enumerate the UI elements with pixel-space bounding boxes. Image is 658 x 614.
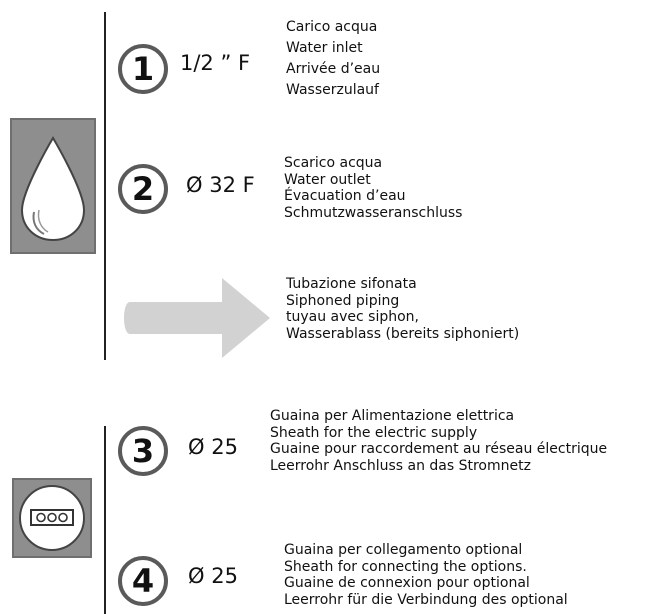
siphon-line-en: Siphoned piping bbox=[286, 292, 400, 309]
item-4-line-en: Sheath for connecting the options. bbox=[284, 558, 527, 575]
arrow-right-icon bbox=[124, 278, 270, 358]
siphon-line-it: Tubazione sifonata bbox=[286, 276, 417, 292]
item-3-line-de: Leerrohr Anschluss an das Stromnetz bbox=[270, 457, 531, 474]
item-1-line-it: Carico acqua bbox=[286, 19, 378, 35]
item-number-4: 4 bbox=[131, 562, 155, 600]
water-panel bbox=[10, 118, 96, 254]
water-drop-icon bbox=[20, 136, 86, 242]
siphon-line-de: Wasserablass (bereits siphoniert) bbox=[286, 325, 520, 342]
siphon-line-fr: tuyau avec siphon, bbox=[286, 309, 420, 325]
item-spec-1: 1/2 ” F bbox=[180, 51, 251, 75]
electric-socket-icon bbox=[19, 485, 85, 551]
item-2-line-fr: Évacuation d’eau bbox=[284, 188, 406, 204]
siphon-description: Tubazione sifonata Siphoned piping tuyau… bbox=[286, 276, 519, 342]
item-1-line-fr: Arrivée d’eau bbox=[286, 61, 381, 77]
item-spec-3: Ø 25 bbox=[188, 435, 238, 459]
item-3-line-it: Guaina per Alimentazione elettrica bbox=[270, 408, 515, 424]
item-number-3: 3 bbox=[131, 432, 155, 470]
electric-section-divider bbox=[104, 426, 106, 614]
item-number-badge-3: 3 bbox=[118, 426, 168, 476]
item-number-badge-2: 2 bbox=[118, 164, 168, 214]
item-number-2: 2 bbox=[131, 170, 155, 208]
item-3-line-fr: Guaine pour raccordement au réseau élect… bbox=[270, 441, 608, 457]
item-4-line-fr: Guaine de connexion pour optional bbox=[284, 575, 530, 591]
item-description-1: Carico acqua Water inlet Arrivée d’eau W… bbox=[286, 17, 380, 101]
item-4-line-it: Guaina per collegamento optional bbox=[284, 542, 523, 558]
item-4-line-de: Leerrohr für die Verbindung des optional bbox=[284, 591, 568, 608]
item-number-badge-1: 1 bbox=[118, 44, 168, 94]
item-2-line-it: Scarico acqua bbox=[284, 155, 383, 171]
item-description-2: Scarico acqua Water outlet Évacuation d’… bbox=[284, 155, 462, 221]
item-2-line-en: Water outlet bbox=[284, 171, 371, 188]
water-section-divider bbox=[104, 12, 106, 360]
item-3-line-en: Sheath for the electric supply bbox=[270, 424, 478, 441]
item-number-badge-4: 4 bbox=[118, 556, 168, 606]
item-number-1: 1 bbox=[131, 50, 155, 88]
item-spec-4: Ø 25 bbox=[188, 564, 238, 588]
item-1-line-en: Water inlet bbox=[286, 40, 363, 56]
item-1-line-de: Wasserzulauf bbox=[286, 82, 379, 98]
electric-panel bbox=[12, 478, 92, 558]
item-spec-2: Ø 32 F bbox=[186, 173, 255, 197]
item-description-3: Guaina per Alimentazione elettrica Sheat… bbox=[270, 408, 607, 474]
item-2-line-de: Schmutzwasseranschluss bbox=[284, 204, 463, 221]
item-description-4: Guaina per collegamento optional Sheath … bbox=[284, 542, 568, 608]
